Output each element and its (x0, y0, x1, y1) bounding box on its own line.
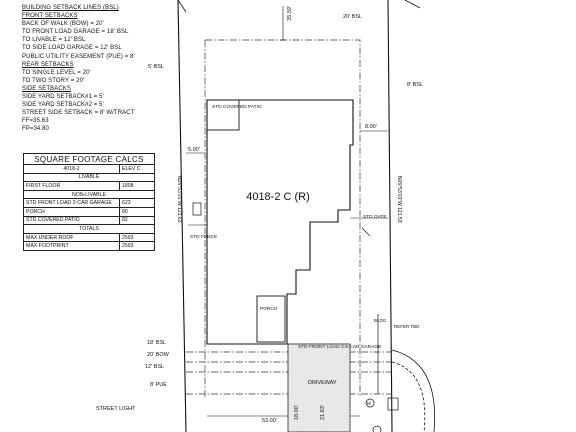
driveway (287, 343, 351, 432)
house-footprint (206, 99, 354, 345)
livable-heading: LIVABLE (23, 172, 155, 183)
table-row-label: STD FRONT LOAD 2-CAR GARAGE (23, 198, 120, 208)
driveway-label: DRIVEWAY (308, 380, 337, 386)
building-tag: BLDG (374, 318, 387, 323)
setback-note-line: STREET SIDE SETBACK = 8' W/TRACT (22, 110, 135, 117)
table-row-value: 2593 (119, 232, 155, 243)
pue-8-label: 8' PUE (150, 382, 167, 388)
garage-label: STD FRONT LOAD 2.5-CAR GARAGE (298, 344, 381, 350)
curb-return (391, 349, 436, 432)
setback-note-line: TO LIVABLE = 12' BSL (22, 37, 86, 44)
left-bsl-label: 5' BSL (148, 64, 164, 70)
table-title: SQUARE FOOTAGE CALCS (23, 153, 155, 165)
right-bsl-label: 8' BSL (407, 82, 423, 88)
fence-lines (188, 217, 388, 237)
driveway-dimension-2183: 21.83' (320, 405, 326, 420)
driveway-dimension-1800: 18.00' (294, 405, 300, 420)
table-row-value: 80 (119, 206, 155, 217)
setback-note-line: TO SIDE LOAD GARAGE = 12' BSL (22, 45, 122, 52)
setback-notes: BUILDING SETBACK LINES (BSL) FRONT SETBAC… (22, 4, 135, 134)
table-row-label: PORCH (23, 206, 120, 217)
finished-floor-note: FF=35.63 (22, 118, 49, 125)
covered-patio-label: STD COVERED PATIO (212, 104, 262, 110)
equipment-tag: M (367, 401, 371, 406)
utility-symbols (192, 202, 399, 432)
nonlivable-heading: NON-LIVABLE (23, 189, 155, 200)
rear-bsl-label: 20' BSL (343, 14, 362, 20)
table-row-label: FIRST FLOOR (23, 181, 120, 191)
totals-heading: TOTALS (23, 224, 155, 234)
right-bearing: N26°53'03"W 121.53' (396, 176, 402, 223)
setback-note-line: TO FRONT LOAD GARAGE = 18' BSL (22, 29, 129, 36)
bsl-18-label: 18' BSL (147, 340, 166, 346)
table-row-label: STD COVERED PATIO (23, 215, 120, 226)
left-side-dimension: 5.00' (188, 147, 200, 153)
setback-note-line: BUILDING SETBACK LINES (BSL) (22, 5, 119, 11)
water-tag: REFER TBD (394, 324, 420, 329)
setback-note-line: TO TWO STORY = 20' (22, 77, 85, 84)
table-row-value: 623 (119, 198, 155, 208)
plan-number: 4018-2 (23, 164, 120, 174)
bow-20-label: 20' BOW (147, 352, 170, 358)
table-row-label: MAX UNDER ROOF (23, 232, 120, 243)
setback-note-line: FRONT SETBACKS (22, 13, 78, 20)
setback-note-line: PUBLIC UTILITY EASEMENT (PUE) = 8' (22, 53, 135, 60)
setback-note-line: BACK OF WALK (BOW) = 20' (22, 21, 104, 28)
property-lines (177, 0, 421, 432)
left-bearing: N26°53'03"W 121.61' (176, 176, 182, 223)
gate-label: STD GATE (363, 214, 387, 220)
setback-note-line: SIDE YARD SETBACK#2 = 5' (22, 102, 104, 109)
table-row-value: 1808 (119, 181, 155, 191)
street-light-label: STREET LIGHT (96, 406, 136, 412)
setback-note-line: SIDE YARD SETBACK#1 = 5' (22, 94, 104, 101)
elevation: ELEV C (119, 164, 155, 174)
table-row-label: MAX FOOTPRINT (23, 241, 120, 251)
table-row-value: 82 (119, 215, 155, 226)
bsl-12-label: 12' BSL (145, 364, 164, 370)
porch-label: PORCH (260, 306, 278, 312)
house-label: 4018-2 C (R) (246, 191, 310, 203)
finished-pad-note: FP=34.80 (22, 126, 49, 133)
setback-note-line: REAR SETBACKS (22, 61, 74, 68)
table-row-value: 2593 (119, 241, 155, 251)
front-dimension: 53.00' (262, 418, 277, 424)
setback-note-line: SIDE SETBACKS (22, 85, 71, 92)
rear-dimension: 35.59' (287, 6, 293, 21)
right-side-dimension: 8.00' (365, 124, 377, 130)
setback-note-line: TO SINGLE LEVEL = 20' (22, 69, 91, 76)
fence-label: STD FENCE (190, 234, 217, 240)
